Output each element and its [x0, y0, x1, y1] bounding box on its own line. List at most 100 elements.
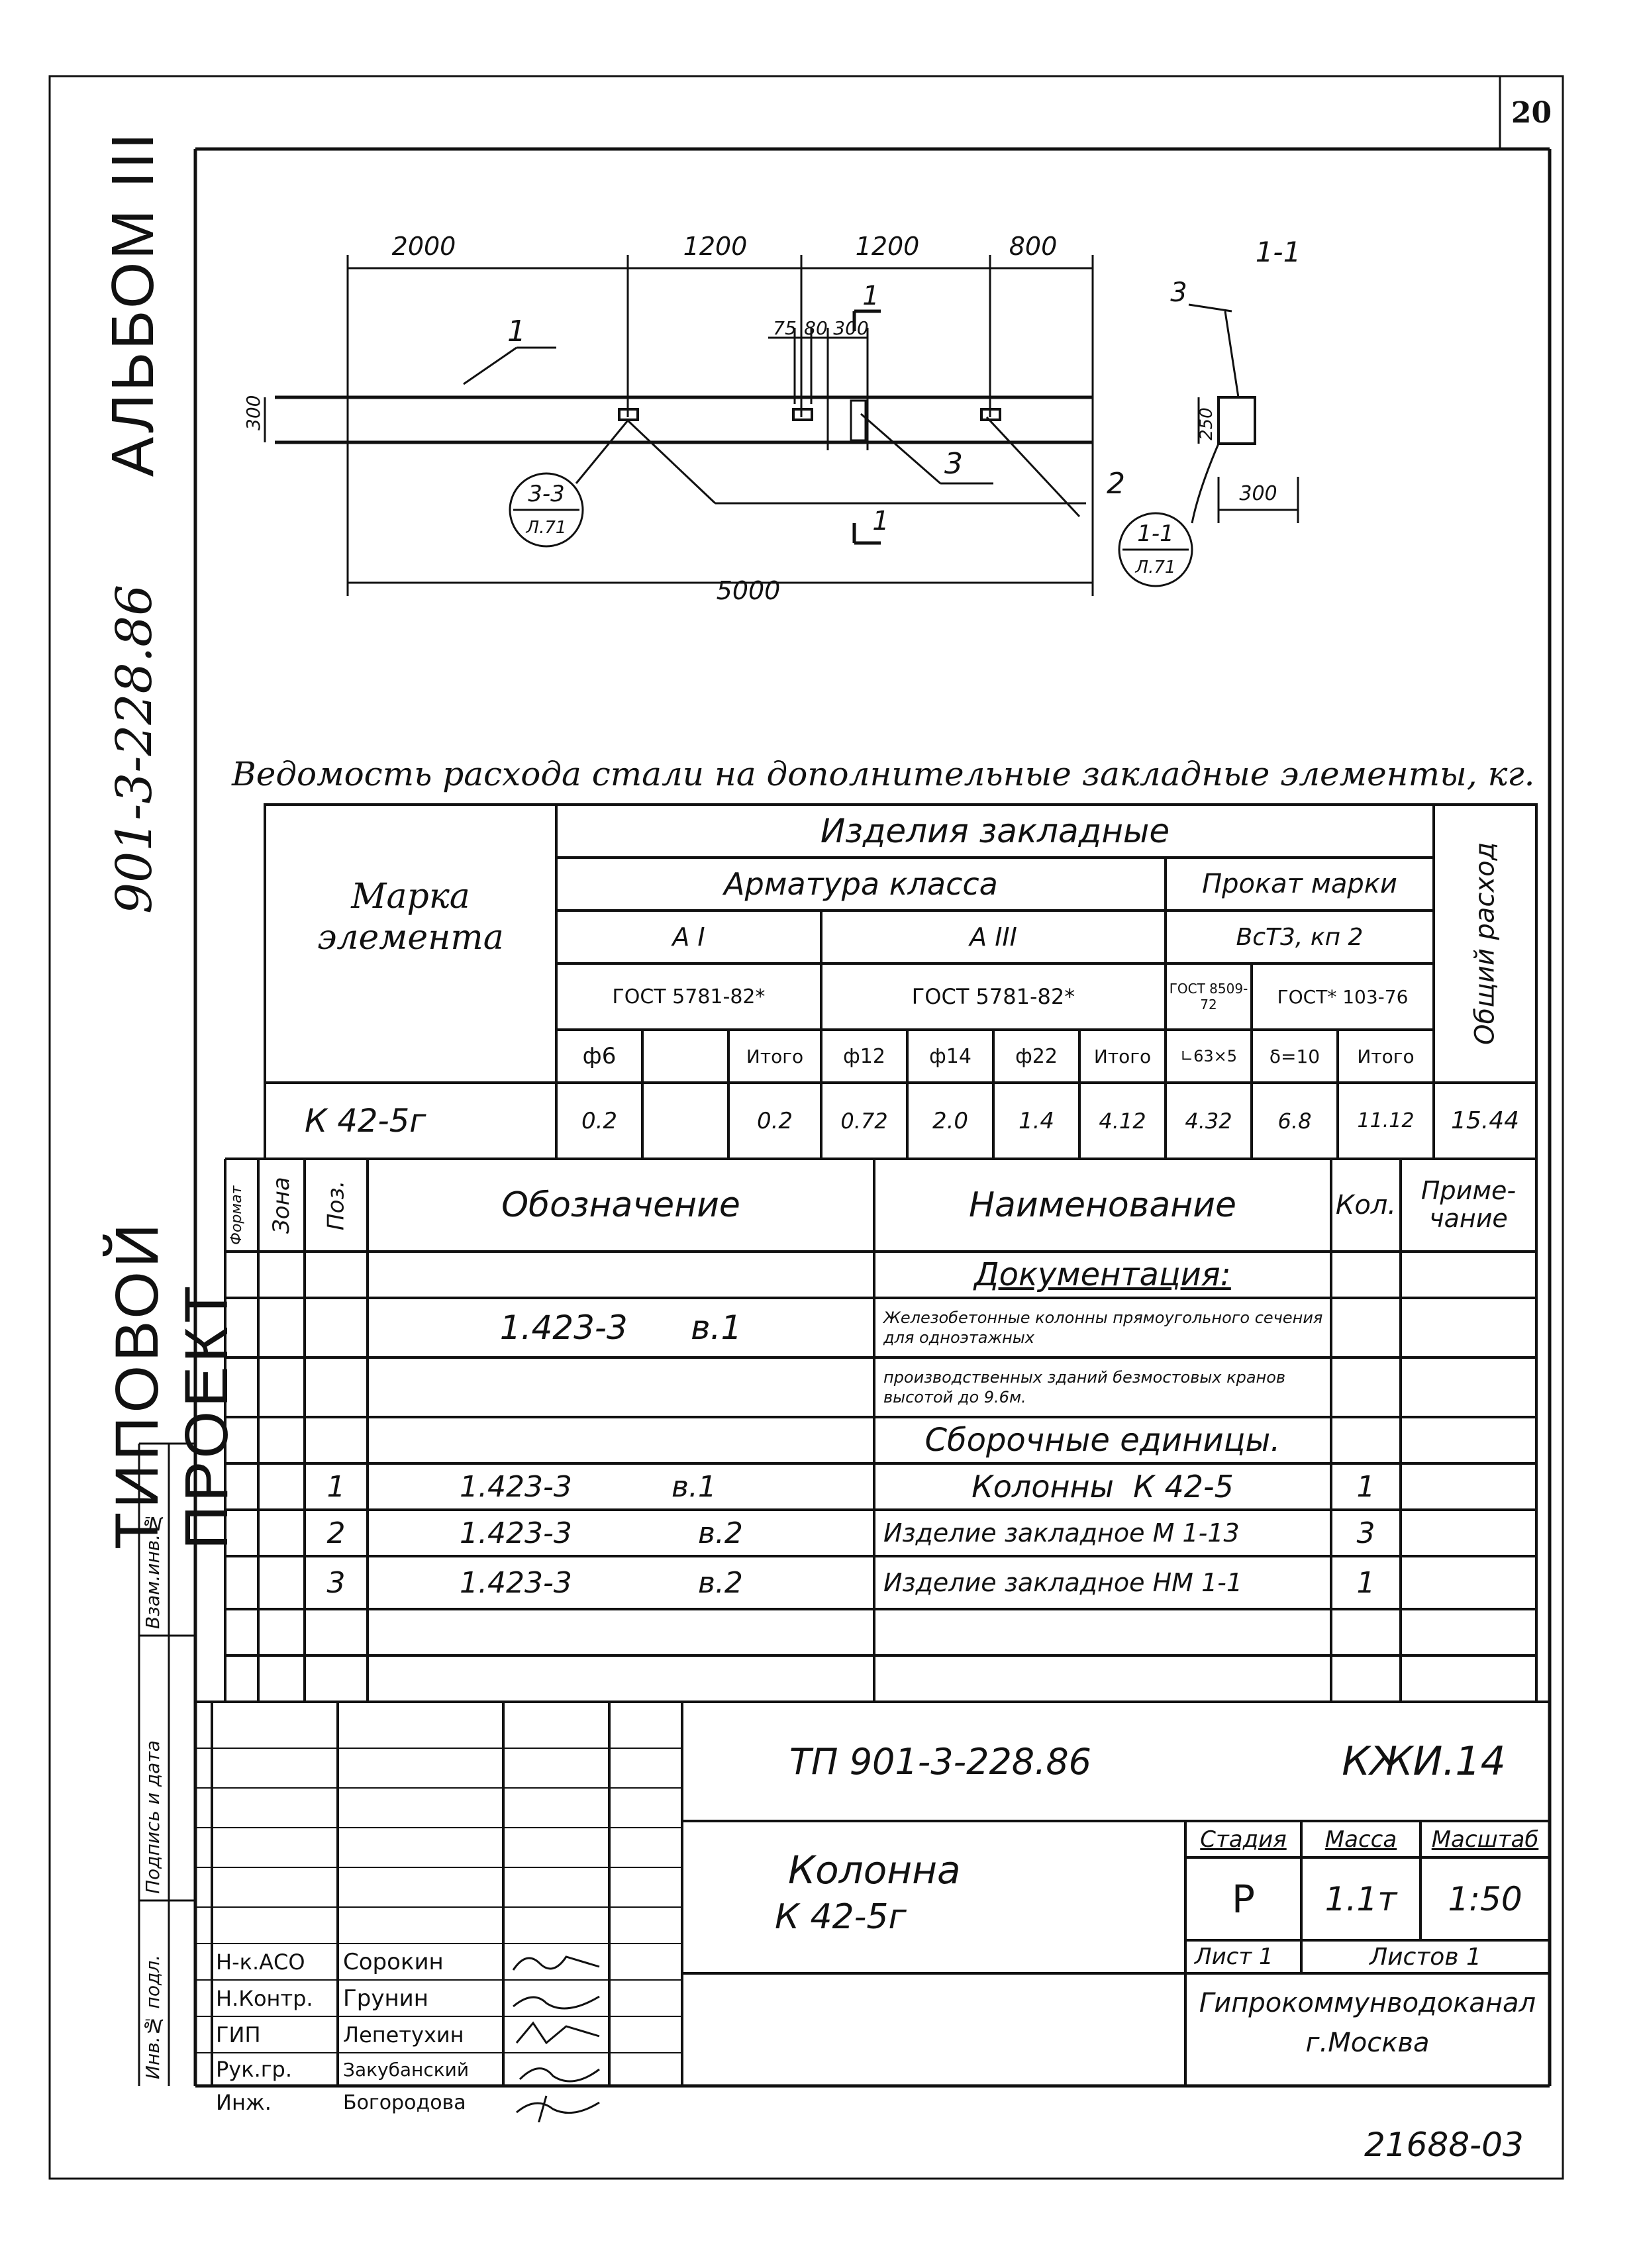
- item-2-vol: в.2: [698, 1516, 743, 1550]
- item-3-name: Изделие закладное НМ 1-1: [883, 1568, 1243, 1597]
- col-f22: ф22: [1015, 1044, 1058, 1068]
- row-v8: 6.8: [1277, 1108, 1312, 1134]
- col-angle: ∟63×5: [1179, 1047, 1238, 1065]
- h-mark: Марка элемента: [317, 876, 504, 958]
- h-name: Наименование: [968, 1185, 1237, 1225]
- row-v9: 11.12: [1357, 1109, 1415, 1132]
- spec-table-grid: [224, 1158, 1538, 1702]
- tb-code: ТП 901-3-228.86: [789, 1740, 1092, 1783]
- item-1-name: Колонны К 42-5: [971, 1469, 1234, 1504]
- tb-stage: Р: [1232, 1876, 1255, 1922]
- column-elevation-drawing: 2000 1200 1200 800 75 80 300 5000 1 3 2 …: [242, 232, 1301, 605]
- item-1-qty: 1: [1356, 1469, 1375, 1504]
- tb-org-1: Гипрокоммунводоканал: [1199, 1988, 1536, 2018]
- h-gost-ai: ГОСТ 5781-82*: [612, 985, 766, 1009]
- row-v3: 0.72: [840, 1108, 888, 1134]
- item-1-vol: в.1: [672, 1469, 717, 1504]
- h-products: Изделия закладные: [820, 812, 1170, 850]
- tb-sheet-code: КЖИ.14: [1342, 1738, 1506, 1785]
- row-v6: 4.12: [1099, 1108, 1146, 1134]
- sheet-number: 20: [1511, 95, 1552, 130]
- tb-h-mass: Масса: [1324, 1826, 1397, 1853]
- tb-item-name: Колонна: [788, 1848, 961, 1893]
- row-v5: 1.4: [1018, 1107, 1055, 1134]
- h-armature: Арматура класса: [724, 866, 998, 902]
- dim-80: 80: [804, 317, 828, 339]
- dim-75: 75: [773, 317, 797, 339]
- item-3-vol: в.2: [698, 1565, 743, 1600]
- item-2-qty: 3: [1356, 1516, 1375, 1550]
- dim-2000: 2000: [392, 232, 456, 261]
- item-2-name: Изделие закладное М 1-13: [883, 1518, 1240, 1548]
- callout-33-bottom: Л.71: [526, 518, 567, 538]
- title-block-grid: [195, 1701, 1550, 2086]
- staff-2-role: Н.Контр.: [216, 1985, 313, 2011]
- h-aiii: А III: [970, 922, 1017, 952]
- staff-4-role: Рук.гр.: [216, 2057, 293, 2082]
- leader-3: 3: [944, 447, 963, 481]
- item-3-pos: 3: [326, 1565, 346, 1600]
- staff-5-name: Богородова: [343, 2091, 466, 2114]
- staff-4-name: Закубанский: [343, 2058, 470, 2081]
- callout-11-bottom: Л.71: [1135, 558, 1176, 577]
- dim-1200a: 1200: [683, 232, 748, 261]
- tb-h-scale: Масштаб: [1431, 1826, 1539, 1853]
- col-total-ai: Итого: [746, 1045, 804, 1067]
- staff-1-role: Н-к.АСО: [216, 1949, 305, 1975]
- item-2-des: 1.423-3: [460, 1516, 572, 1550]
- doc-name-1: Железобетонные колонны прямоугольного се…: [883, 1308, 1323, 1347]
- tb-mass: 1.1т: [1324, 1879, 1397, 1918]
- h-note: Приме-чание: [1420, 1176, 1517, 1233]
- item-1-pos: 1: [326, 1469, 346, 1504]
- col-f12: ф12: [843, 1044, 885, 1068]
- staff-1-name: Сорокин: [343, 1948, 444, 1975]
- col-total-rolled: Итого: [1357, 1045, 1415, 1067]
- steel-table-grid: [264, 803, 1538, 1160]
- col-f14: ф14: [929, 1044, 971, 1068]
- doc-name-2: производственных зданий безмостовых кран…: [883, 1368, 1286, 1406]
- row-v2: 0.2: [756, 1107, 793, 1134]
- row-mark: К 42-5г: [305, 1102, 426, 1140]
- tb-sheet: Лист 1: [1195, 1944, 1273, 1970]
- leader-2: 2: [1107, 467, 1125, 501]
- h-ai: А I: [672, 922, 705, 952]
- section-leader: 3: [1170, 277, 1187, 308]
- tb-sheets: Листов 1: [1369, 1943, 1481, 1971]
- row-v4: 2.0: [932, 1107, 969, 1134]
- h-vst: ВсТ3, кп 2: [1236, 923, 1364, 951]
- staff-2-name: Грунин: [343, 1985, 428, 2012]
- dim-300: 300: [833, 317, 868, 339]
- item-1-des: 1.423-3: [460, 1469, 572, 1504]
- section-dim-300: 300: [1239, 482, 1277, 505]
- dim-800: 800: [1009, 232, 1058, 261]
- col-f6: ф6: [582, 1043, 617, 1069]
- sec-units: Сборочные единицы.: [924, 1422, 1281, 1459]
- tb-h-stage: Стадия: [1200, 1826, 1287, 1853]
- archive-number: 21688-03: [1364, 2126, 1524, 2164]
- signatures: [507, 1944, 609, 2143]
- dim-left-300: 300: [242, 395, 264, 430]
- doc-designation: 1.423-3 в.1: [499, 1308, 742, 1347]
- staff-3-name: Лепетухин: [343, 2022, 464, 2047]
- row-v0: 0.2: [581, 1107, 618, 1134]
- section-cut-bottom: 1: [872, 506, 889, 536]
- leader-1: 1: [507, 315, 526, 348]
- h-gost-aiii: ГОСТ 5781-82*: [911, 984, 1075, 1009]
- h-rolled: Прокат марки: [1202, 869, 1397, 899]
- staff-5-role: Инж.: [216, 2090, 272, 2115]
- tb-org-2: г.Москва: [1305, 2028, 1430, 2058]
- h-designation: Обозначение: [501, 1185, 740, 1225]
- section-cut-top: 1: [862, 281, 879, 311]
- section-title: 1-1: [1256, 236, 1301, 268]
- dim-5000: 5000: [717, 576, 781, 605]
- col-plate: δ=10: [1269, 1045, 1320, 1067]
- sec-docs: Документация:: [974, 1256, 1231, 1293]
- staff-3-role: ГИП: [216, 2022, 261, 2047]
- row-total: 15.44: [1450, 1107, 1520, 1134]
- item-3-qty: 1: [1356, 1565, 1375, 1600]
- callout-11-top: 1-1: [1137, 520, 1174, 547]
- callout-33-top: 3-3: [528, 481, 565, 507]
- item-3-des: 1.423-3: [460, 1565, 572, 1600]
